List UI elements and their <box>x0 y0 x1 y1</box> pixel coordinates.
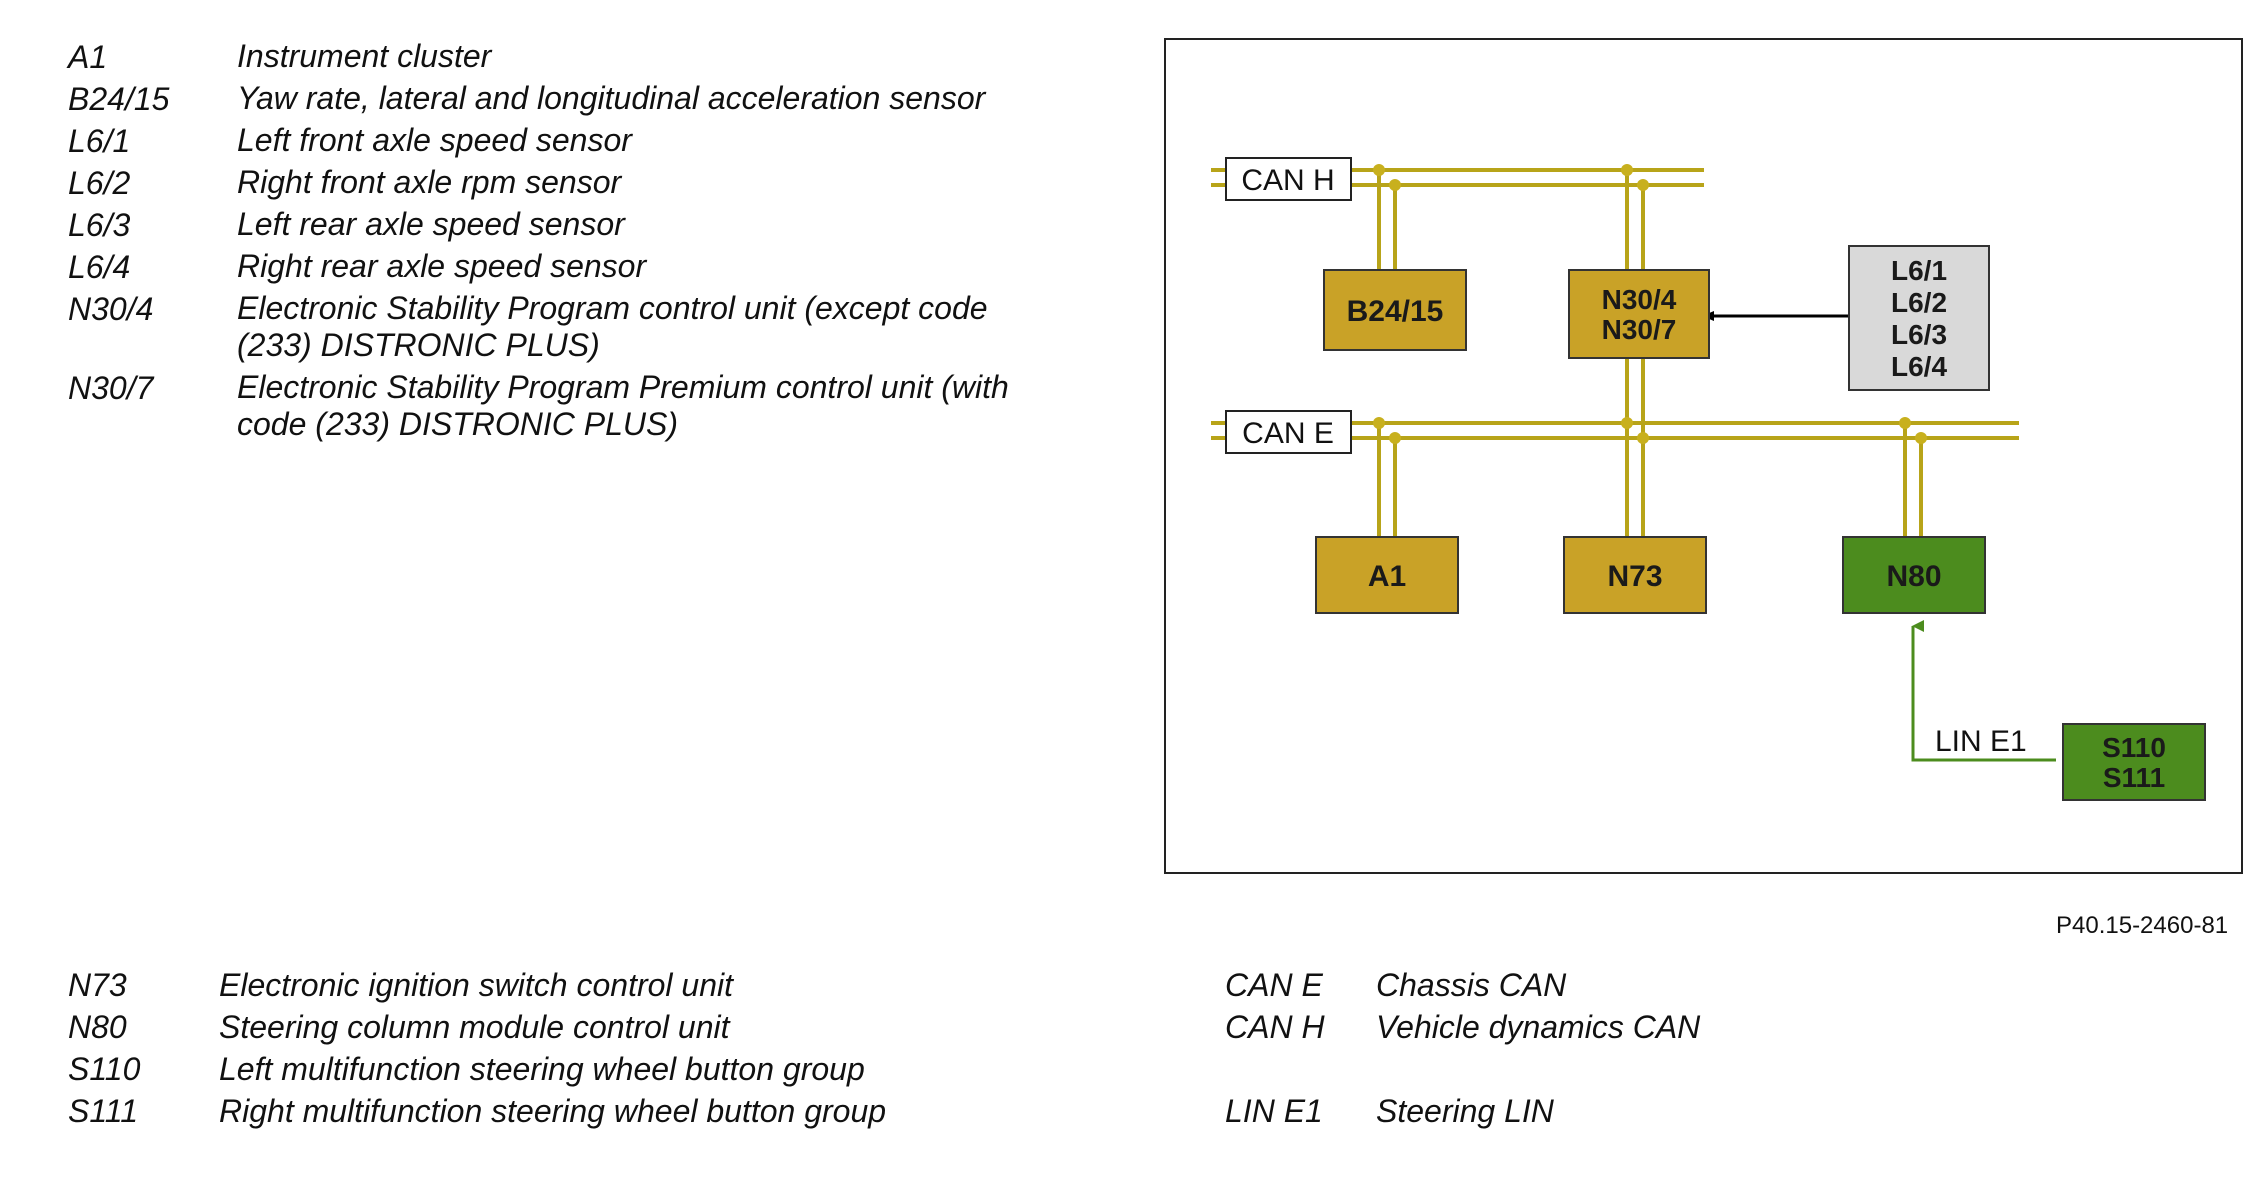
legend-row: S110 Left multifunction steering wheel bu… <box>68 1048 1068 1090</box>
legend-description: Steering column module control unit <box>219 1009 730 1045</box>
legend-description: Chassis CAN <box>1376 967 1567 1003</box>
legend-description: Electronic ignition switch control unit <box>219 967 734 1003</box>
legend-code: N30/7 <box>68 370 154 406</box>
legend-code: CAN H <box>1225 1009 1325 1045</box>
box-l6: L6/1L6/2L6/3L6/4 <box>1848 245 1990 391</box>
legend-row: CAN H Vehicle dynamics CAN <box>1225 1006 1825 1048</box>
legend-description: Vehicle dynamics CAN <box>1376 1009 1701 1045</box>
module-label: N80 <box>1886 560 1941 593</box>
legend-bottom-left: N73 Electronic ignition switch control un… <box>68 964 1068 1132</box>
box-a1: A1 <box>1315 536 1459 614</box>
module-label: L6/3 <box>1891 319 1947 350</box>
module-label: L6/2 <box>1891 287 1947 318</box>
module-label: N30/4 <box>1602 284 1677 315</box>
legend-description: Left multifunction steering wheel button… <box>219 1051 865 1087</box>
lin-e1-line <box>1911 620 2056 762</box>
legend-row: LIN E1 Steering LIN <box>1225 1090 1825 1132</box>
legend-description: Electronic Stability Program control uni… <box>237 290 988 363</box>
legend-description: Instrument cluster <box>237 38 492 74</box>
box-n73: N73 <box>1563 536 1707 614</box>
module-label: B24/15 <box>1347 295 1444 328</box>
legend-row: L6/1 Left front axle speed sensor <box>68 120 1068 162</box>
legend-row: N30/7 Electronic Stability Program Premiu… <box>68 367 1068 446</box>
module-label: S110 <box>2102 732 2166 763</box>
legend-row: L6/3 Left rear axle speed sensor <box>68 204 1068 246</box>
module-label: N73 <box>1607 560 1662 593</box>
legend-code: CAN E <box>1225 967 1323 1003</box>
module-label: L6/1 <box>1891 255 1947 286</box>
legend-bottom-right: CAN E Chassis CAN CAN H Vehicle dynamics CA… <box>1225 964 1825 1132</box>
legend-row: CAN E Chassis CAN <box>1225 964 1825 1006</box>
legend-code: A1 <box>68 39 108 75</box>
legend-description: Left rear axle speed sensor <box>237 206 625 242</box>
can-h-label: CAN H <box>1241 164 1334 197</box>
legend-description: Right multifunction steering wheel butto… <box>219 1093 887 1129</box>
lin-e1-label: LIN E1 <box>1935 725 2027 758</box>
bus-drops <box>1377 170 1923 537</box>
legend-description: Electronic Stability Program Premium con… <box>237 369 1009 442</box>
legend-code: S111 <box>68 1093 138 1129</box>
legend-row: N73 Electronic ignition switch control un… <box>68 964 1068 1006</box>
legend-code: B24/15 <box>68 81 170 117</box>
legend-code: L6/2 <box>68 165 131 201</box>
legend-code: N30/4 <box>68 291 154 327</box>
legend-row: A1 Instrument cluster <box>68 36 1068 78</box>
legend-description: Yaw rate, lateral and longitudinal accel… <box>237 80 986 116</box>
legend-description: Right front axle rpm sensor <box>237 164 622 200</box>
can-h-label-box: CAN H <box>1225 157 1352 201</box>
module-label: S111 <box>2103 762 2165 793</box>
legend-row: L6/4 Right rear axle speed sensor <box>68 246 1068 288</box>
legend-code: S110 <box>68 1051 141 1087</box>
legend-code: L6/1 <box>68 123 131 159</box>
legend-spacer <box>1225 1048 1825 1090</box>
box-b24-15: B24/15 <box>1323 269 1467 351</box>
legend-code: L6/3 <box>68 207 131 243</box>
legend-description: Steering LIN <box>1376 1093 1554 1129</box>
legend-code: N80 <box>68 1009 127 1045</box>
legend-code: L6/4 <box>68 249 131 285</box>
legend-row: L6/2 Right front axle rpm sensor <box>68 162 1068 204</box>
box-n80: N80 <box>1842 536 1986 614</box>
legend-row: S111 Right multifunction steering wheel b… <box>68 1090 1068 1132</box>
junction-dots <box>1373 164 1927 444</box>
module-label: A1 <box>1368 560 1406 593</box>
legend-code: N73 <box>68 967 127 1003</box>
legend-description: Right rear axle speed sensor <box>237 248 647 284</box>
legend-row: B24/15 Yaw rate, lateral and longitudinal… <box>68 78 1068 120</box>
legend-row: N80 Steering column module control unit <box>68 1006 1068 1048</box>
legend-description: Left front axle speed sensor <box>237 122 632 158</box>
legend-row: N30/4 Electronic Stability Program contro… <box>68 288 1068 367</box>
can-e-label: CAN E <box>1242 417 1334 450</box>
module-label: N30/7 <box>1602 314 1677 345</box>
legend-code: LIN E1 <box>1225 1093 1323 1129</box>
can-e-label-box: CAN E <box>1225 410 1352 454</box>
figure-reference: P40.15-2460-81 <box>2056 912 2229 939</box>
module-label: L6/4 <box>1891 351 1947 382</box>
